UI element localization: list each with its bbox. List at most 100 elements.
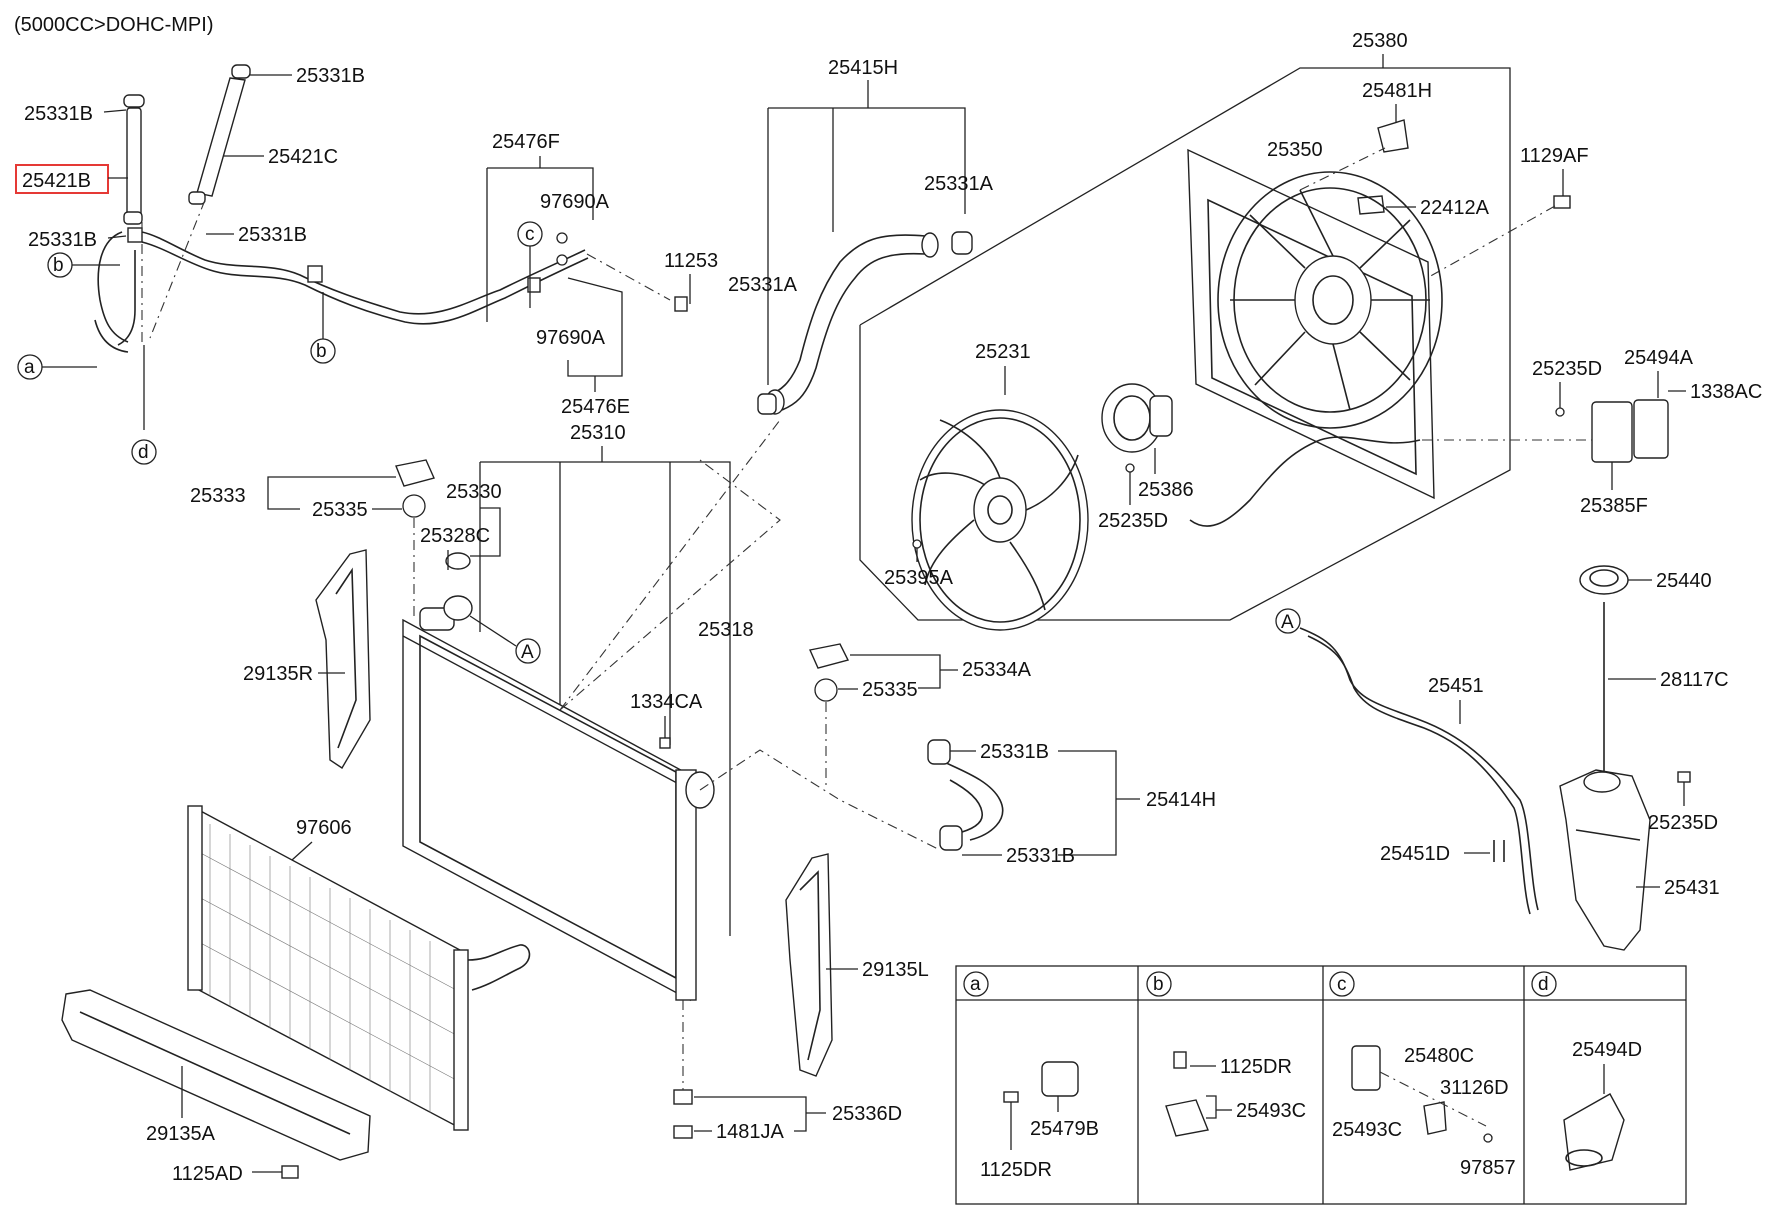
label-25331B-top-right: 25331B — [296, 65, 365, 87]
lower-radiator-hose — [927, 739, 1004, 851]
air-guard-29135L — [785, 853, 833, 1077]
label-29135R: 29135R — [243, 663, 313, 685]
label-25335-right: 25335 — [862, 679, 918, 701]
label-1338AC: 1338AC — [1690, 381, 1762, 403]
label-1334CA: 1334CA — [630, 691, 703, 713]
svg-text:25414H: 25414H — [1146, 789, 1216, 811]
legend-d-bracket-drawing — [1563, 1093, 1625, 1171]
label-97606: 97606 — [296, 817, 352, 839]
bracket-25310: 25310 — [479, 422, 731, 936]
label-25385F: 25385F — [1580, 495, 1648, 517]
label-25328C: 25328C — [420, 525, 490, 547]
fan-motor-25386 — [1101, 383, 1173, 453]
label-25235D-fan: 25235D — [1098, 510, 1168, 532]
label-25386: 25386 — [1138, 479, 1194, 501]
label-25331B-top-left: 25331B — [24, 103, 93, 125]
bracket-25415H: 25415H — [767, 57, 966, 385]
callout-b-left: b — [47, 252, 120, 278]
legend-c-25480C: 25480C — [1404, 1045, 1474, 1067]
condenser-97606 — [187, 805, 531, 1131]
legend-b-drawing — [1165, 1051, 1232, 1137]
legend-d-25494D: 25494D — [1572, 1039, 1642, 1061]
legend-a-clip-drawing — [1003, 1061, 1079, 1150]
fan-blade-25231 — [911, 409, 1089, 631]
svg-text:A: A — [521, 642, 534, 663]
legend-c-drawing — [1351, 1045, 1493, 1143]
callout-A-radiator: A — [469, 615, 541, 664]
label-25235D-reservoir: 25235D — [1648, 812, 1718, 834]
hose-assembly-left — [94, 64, 688, 430]
fan-group-boundary — [859, 67, 1511, 621]
bracket-25336D: 25336D — [694, 1096, 902, 1132]
label-25331A-top: 25331A — [924, 173, 994, 195]
svg-text:25336D: 25336D — [832, 1103, 902, 1125]
cap-25440 — [1579, 565, 1629, 595]
label-97690A-top: 97690A — [540, 191, 610, 213]
label-25334A: 25334A — [962, 659, 1032, 681]
legend-table — [955, 965, 1687, 1205]
legend-c-25493C: 25493C — [1332, 1119, 1402, 1141]
label-25421B[interactable]: 25421B — [22, 170, 91, 192]
connector-25385F — [1422, 399, 1669, 463]
svg-text:25310: 25310 — [570, 422, 626, 444]
label-25451D: 25451D — [1380, 843, 1450, 865]
svg-text:A: A — [1281, 612, 1294, 633]
legend-a-25479B: 25479B — [1030, 1118, 1099, 1140]
label-25331B-mid-left: 25331B — [28, 229, 97, 251]
overflow-hose-25451 — [1299, 627, 1539, 915]
label-25421C: 25421C — [268, 146, 338, 168]
legend-c-97857: 97857 — [1460, 1157, 1516, 1179]
radiator-25310 — [402, 419, 941, 1002]
label-25350: 25350 — [1267, 139, 1323, 161]
engine-spec-title: (5000CC>DOHC-MPI) — [14, 14, 213, 36]
label-25335-left: 25335 — [312, 499, 368, 521]
lower-guard-29135A — [61, 989, 371, 1161]
clip-25481H — [1377, 119, 1409, 153]
bracket-25476F: 25476F — [486, 131, 594, 322]
seal-25335 — [402, 494, 426, 518]
label-25481H: 25481H — [1362, 80, 1432, 102]
label-25331A-mid: 25331A — [728, 274, 798, 296]
cap-25334A — [809, 643, 850, 669]
seal-25328C — [445, 552, 471, 570]
label-25331B-lower-bottom: 25331B — [1006, 845, 1075, 867]
legend-c-31126D: 31126D — [1440, 1077, 1509, 1099]
bracket-25476E: 25476E — [561, 277, 630, 418]
svg-text:b: b — [53, 255, 64, 276]
label-25451: 25451 — [1428, 675, 1484, 697]
legend-key-c: c — [1337, 974, 1347, 995]
svg-text:d: d — [138, 442, 149, 463]
highlight-box-25421B — [15, 164, 109, 194]
label-22412A: 22412A — [1420, 197, 1490, 219]
label-29135L: 29135L — [862, 959, 929, 981]
label-25494A: 25494A — [1624, 347, 1694, 369]
drain-plug-part — [673, 1089, 693, 1105]
label-29135A: 29135A — [146, 1123, 216, 1145]
callout-b-mid: b — [310, 292, 336, 364]
label-1129AF: 1129AF — [1520, 145, 1589, 167]
label-25331B-lower-top: 25331B — [980, 741, 1049, 763]
label-11253: 11253 — [664, 250, 718, 272]
label-25235D-right: 25235D — [1532, 358, 1602, 380]
callout-d: d — [131, 439, 157, 465]
cap-25333 — [395, 459, 435, 487]
svg-text:25476F: 25476F — [492, 131, 560, 153]
callout-c: c — [517, 221, 543, 308]
svg-text:a: a — [24, 357, 35, 378]
fan-shroud-25350 — [1187, 148, 1443, 527]
bracket-25414H: 25414H — [1058, 750, 1216, 856]
drain-plug-seal — [673, 1125, 693, 1139]
label-25333: 25333 — [190, 485, 246, 507]
label-25395A: 25395A — [884, 567, 954, 589]
label-25380: 25380 — [1352, 30, 1408, 52]
cap-25330 — [443, 595, 473, 621]
label-25431: 25431 — [1664, 877, 1720, 899]
callout-a-left: a — [17, 354, 97, 380]
label-28117C: 28117C — [1660, 669, 1729, 691]
label-1481JA: 1481JA — [716, 1121, 784, 1143]
label-25331B-mid: 25331B — [238, 224, 307, 246]
svg-text:c: c — [525, 224, 535, 245]
upper-radiator-hose — [757, 231, 973, 415]
label-25330: 25330 — [446, 481, 502, 503]
